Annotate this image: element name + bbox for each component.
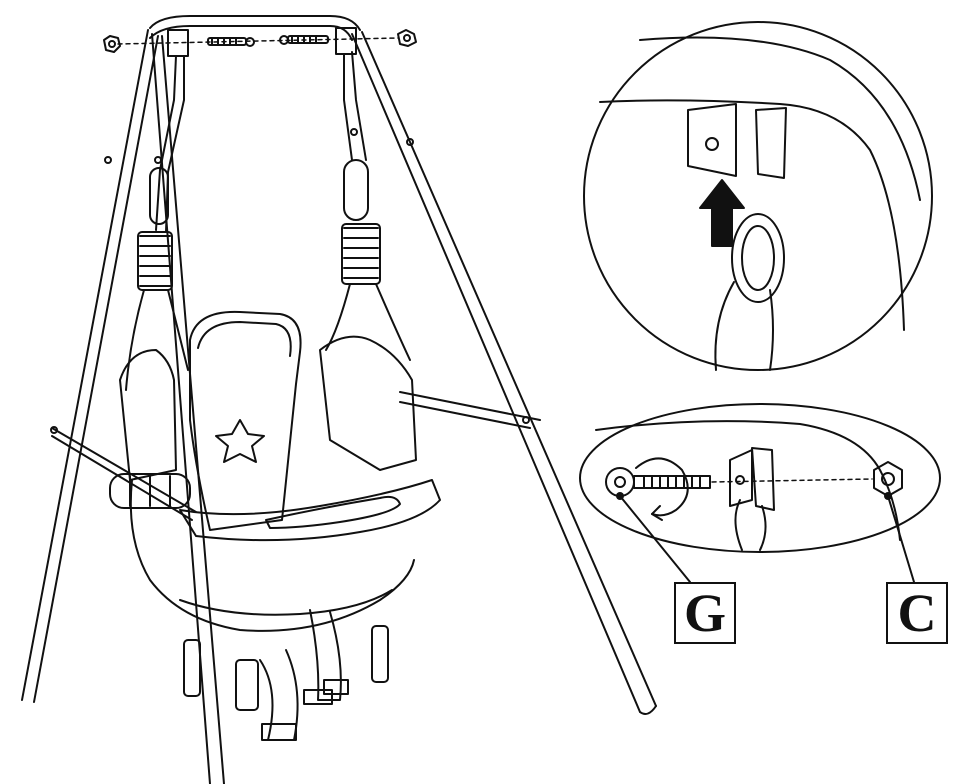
- top-hardware: [103, 27, 417, 57]
- swing-seat: [109, 310, 441, 741]
- swing-frame: [21, 15, 657, 784]
- part-label-g: G: [674, 582, 736, 644]
- up-arrow-icon: [699, 179, 745, 247]
- hook-detail-callout: [583, 21, 933, 371]
- bolt-detail-callout: [579, 403, 941, 553]
- part-label-c: C: [886, 582, 948, 644]
- swing-hangers: [125, 51, 411, 391]
- clockwise-rotation-icon: [635, 457, 689, 521]
